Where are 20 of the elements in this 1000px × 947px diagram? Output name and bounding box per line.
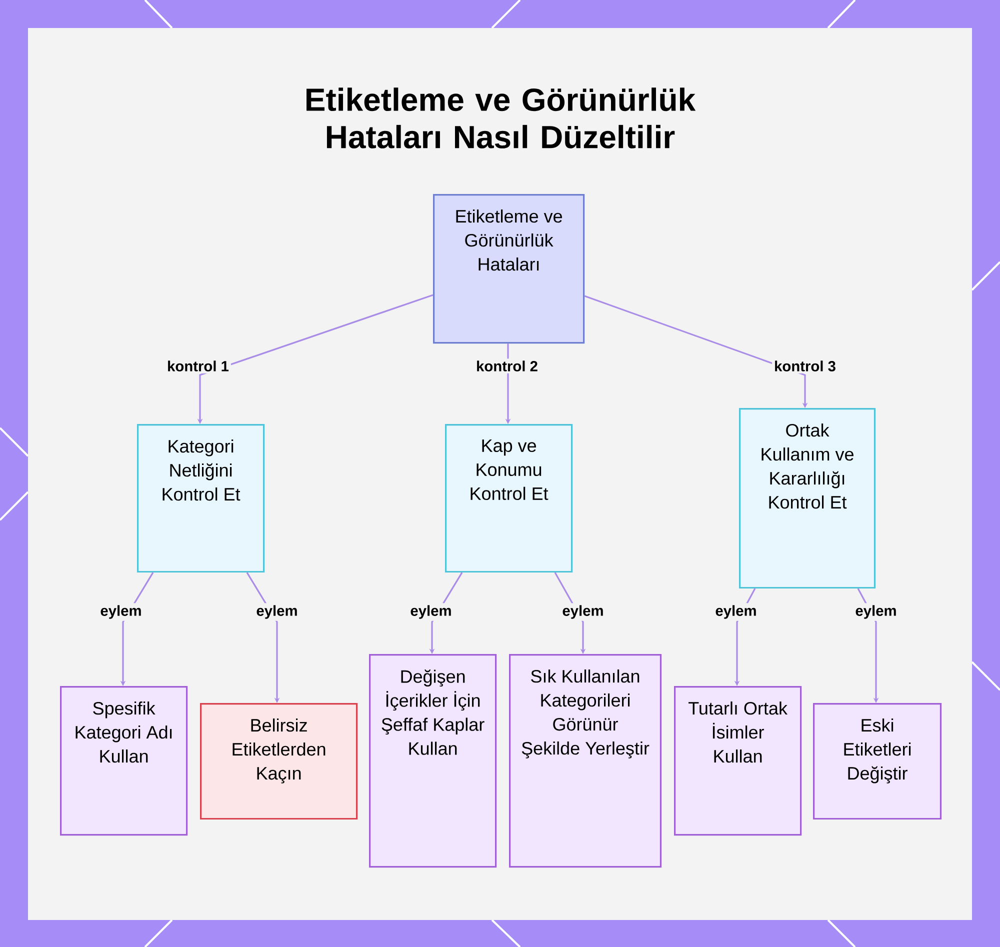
edge-label: eylem — [98, 603, 144, 621]
edge-label: eylem — [713, 603, 759, 621]
edge-label: kontrol 2 — [474, 358, 540, 374]
warning-box: Belirsiz Etiketlerden Kaçın — [200, 703, 358, 820]
action-box: Değişen İçerikler İçin Şeffaf Kaplar Kullan — [369, 654, 497, 868]
action-box: Sık Kullanılan Kategorileri Görünür Şekilde Yerleştir — [509, 654, 662, 868]
title: Etiketleme ve Görünürlük Hataları Nasıl Düzeltilir — [306, 88, 696, 148]
process-box: Etiketleme ve Görünürlük Hataları — [433, 194, 585, 344]
action-box: Spesifik Kategori Adı Kullan — [60, 686, 188, 836]
process-box: Kap ve Konumu Kontrol Et — [445, 424, 573, 573]
process-box: Ortak Kullanım ve Kararlılığı Kontrol Et — [739, 408, 876, 589]
edge-label: eylem — [408, 603, 454, 621]
edge-label: kontrol 3 — [772, 358, 838, 374]
action-box: Eski Etiketleri Değiştir — [813, 703, 942, 820]
edge-label: eylem — [254, 603, 300, 621]
edge-label: eylem — [560, 603, 606, 621]
process-box: Kategori Netliğini Kontrol Et — [137, 424, 265, 573]
edge-label: kontrol 1 — [165, 358, 231, 374]
action-box: Tutarlı Ortak İsimler Kullan — [674, 686, 802, 836]
edge-label: eylem — [853, 603, 899, 621]
